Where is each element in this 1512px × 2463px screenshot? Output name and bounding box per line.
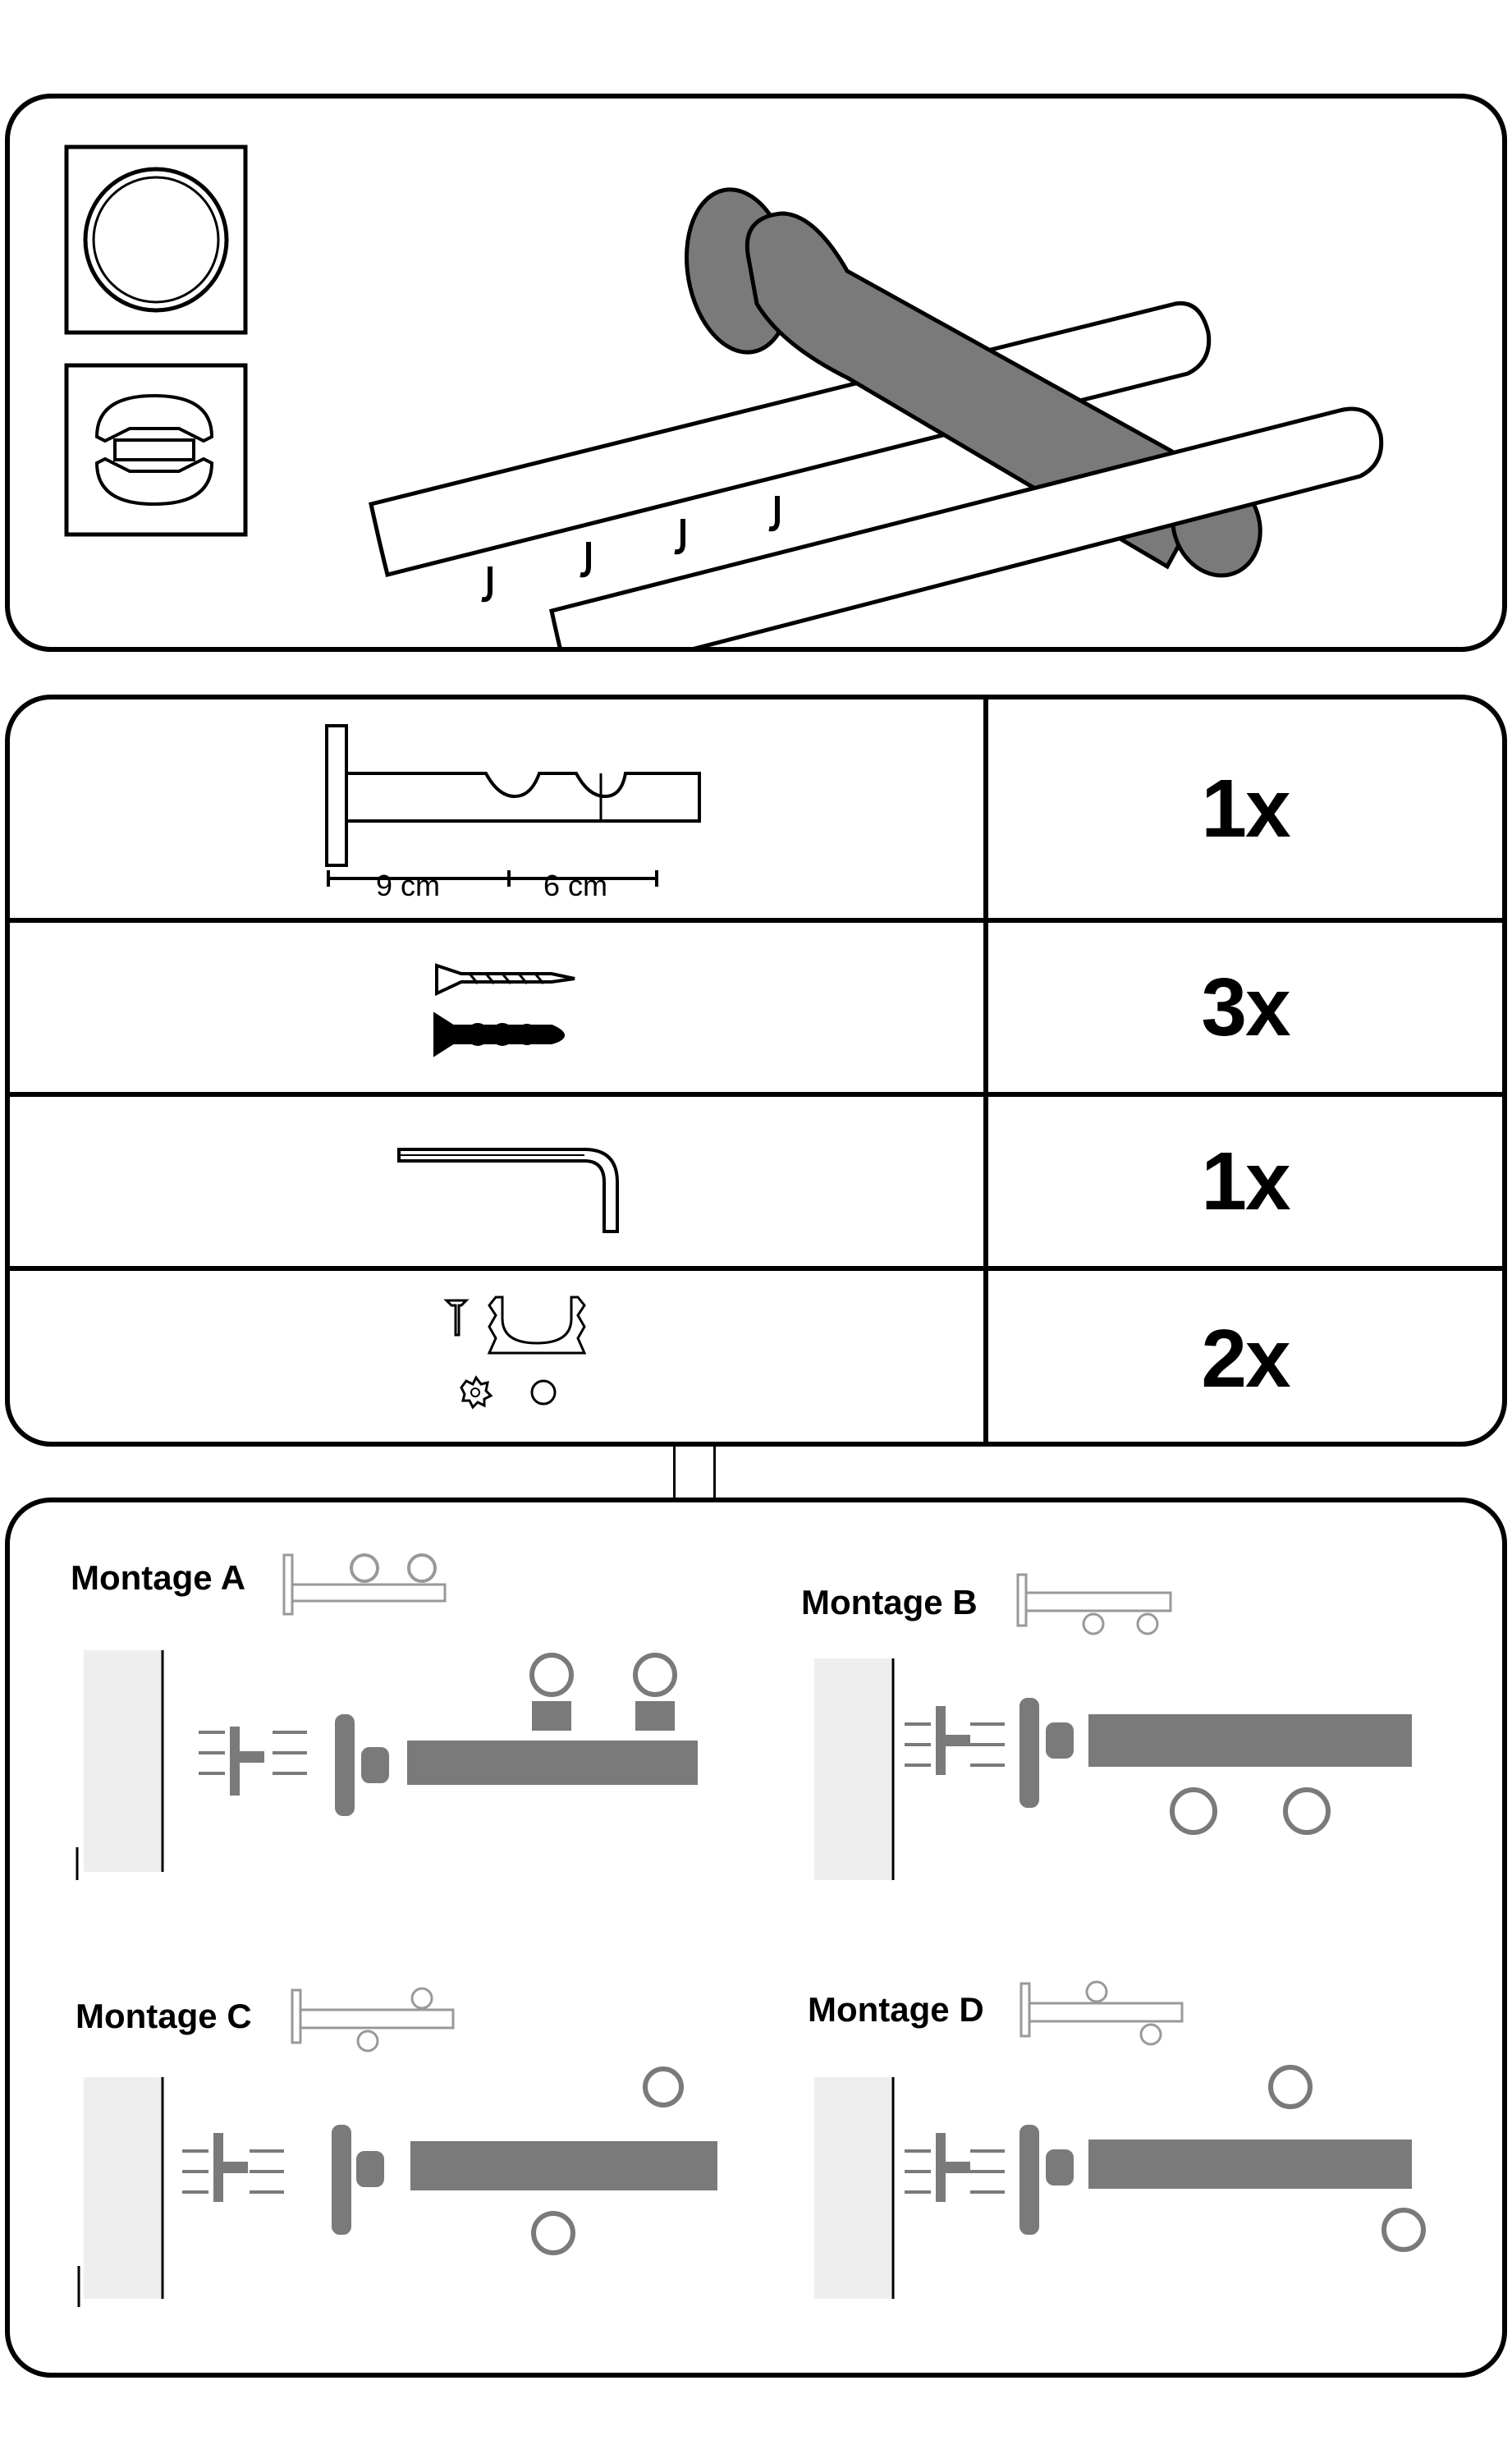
dimension-label-9cm: 9 cm: [376, 869, 441, 902]
montage-a-bracket-thumbnail: [282, 1553, 447, 1616]
allen-key-icon: [397, 1148, 619, 1233]
montage-c-title: Montage C: [76, 1997, 252, 2035]
assembly-instructions-panel: Montage A Montage B: [5, 1498, 1507, 2378]
montage-c-diagram: [77, 2066, 717, 2307]
parts-row-screws: 3x: [10, 923, 1502, 1097]
parts-row-clip-set: 2x: [10, 1271, 1502, 1442]
montage-a-title: Montage A: [71, 1558, 246, 1597]
track-rod-profile-icon: [64, 363, 248, 537]
clip-set-icon: [443, 1296, 587, 1410]
parts-row-allen-key: 1x: [10, 1097, 1502, 1271]
round-rod-profile-icon: [64, 144, 248, 335]
parts-list-panel: 9 cm 6 cm 1x 3x 1x 2x: [5, 695, 1507, 1447]
montage-a-diagram: [76, 1650, 698, 1880]
parts-column-divider: [983, 699, 988, 1442]
montage-c-bracket-thumbnail: [291, 1987, 455, 2052]
dimension-label-6cm: 6 cm: [543, 869, 608, 902]
montage-d-title: Montage D: [808, 1990, 984, 2029]
montage-b-bracket-thumbnail: [1016, 1573, 1172, 1635]
product-illustration-panel: [5, 94, 1507, 652]
montage-d-diagram: [814, 2065, 1426, 2299]
quantity-label: 1x: [1201, 762, 1290, 855]
quantity-label: 3x: [1201, 961, 1290, 1053]
quantity-label: 1x: [1201, 1135, 1290, 1227]
panel-connector: [673, 1447, 716, 1498]
bracket-icon: [325, 724, 701, 887]
montage-b-title: Montage B: [801, 1583, 978, 1621]
screw-and-dowel-icon: [433, 963, 575, 1057]
quantity-label: 2x: [1201, 1312, 1290, 1405]
montage-d-bracket-thumbnail: [1019, 1980, 1184, 2046]
parts-row-bracket: 9 cm 6 cm 1x: [10, 699, 1502, 923]
double-curtain-rod-drawing: [369, 187, 1384, 647]
montage-b-diagram: [814, 1658, 1412, 1880]
